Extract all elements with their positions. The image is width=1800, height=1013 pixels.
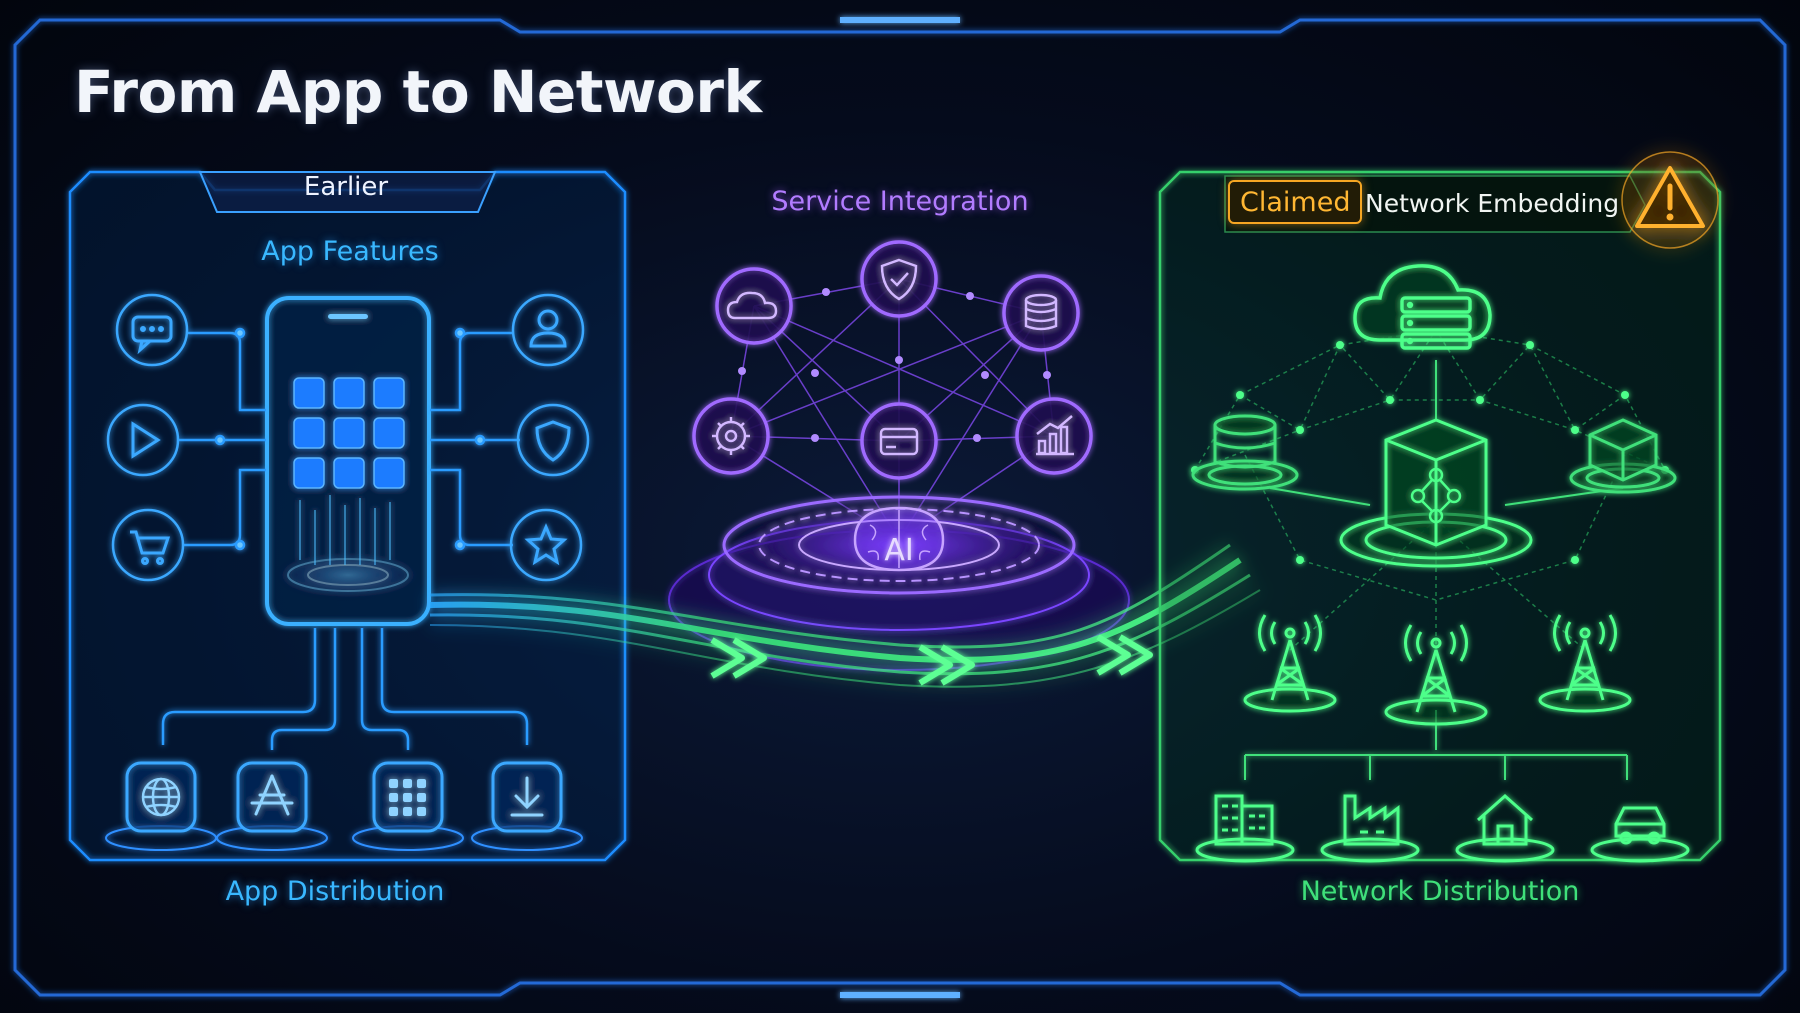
app-to-network-flow — [429, 543, 1261, 688]
chart-icon — [1015, 397, 1093, 475]
tower-icon — [1243, 614, 1337, 713]
card-icon — [860, 402, 938, 480]
page-title: From App to Network — [74, 58, 762, 126]
cloud-server-icon — [1353, 264, 1492, 350]
shield-check-icon — [860, 240, 938, 318]
cart-icon — [111, 508, 185, 582]
cloud-icon — [715, 267, 793, 345]
network-embedding-heading: Network Embedding — [1365, 189, 1620, 218]
user-icon — [511, 293, 585, 367]
service-integration-heading: Service Integration — [771, 186, 1029, 217]
tower-icon — [1384, 624, 1488, 726]
ai-core-platform — [668, 495, 1130, 671]
app-features-heading: App Features — [261, 236, 439, 267]
car-icon — [1590, 806, 1690, 863]
outer-frame — [13, 17, 1787, 998]
play-icon — [106, 403, 180, 477]
phone-device — [265, 296, 431, 626]
database-platform — [1191, 414, 1299, 491]
ai-core-label: AI — [884, 533, 913, 568]
database-icon — [1002, 274, 1080, 352]
network-cube-icon — [1339, 418, 1533, 568]
factory-icon — [1320, 794, 1420, 863]
shield-icon — [516, 403, 590, 477]
tower-icon — [1538, 614, 1632, 713]
feature-connectors — [178, 327, 520, 551]
app-distribution-label: App Distribution — [225, 876, 445, 907]
gear-icon — [692, 397, 770, 475]
cube-icon — [1569, 418, 1677, 494]
warning-icon — [1621, 151, 1719, 249]
star-icon — [509, 508, 583, 582]
office-icon — [1195, 794, 1295, 863]
earlier-tab-label: Earlier — [303, 172, 389, 202]
chat-icon — [115, 293, 189, 367]
download-icon — [471, 761, 583, 851]
app-store-icon — [216, 761, 328, 851]
distribution-connectors — [161, 628, 529, 750]
claimed-badge: Claimed — [1228, 180, 1363, 224]
app-grid-icon — [352, 761, 464, 851]
network-distribution-label: Network Distribution — [1300, 876, 1580, 907]
flow-arrows — [710, 634, 1153, 686]
home-icon — [1455, 793, 1555, 863]
app-grid — [293, 377, 405, 489]
globe-icon — [105, 761, 217, 851]
